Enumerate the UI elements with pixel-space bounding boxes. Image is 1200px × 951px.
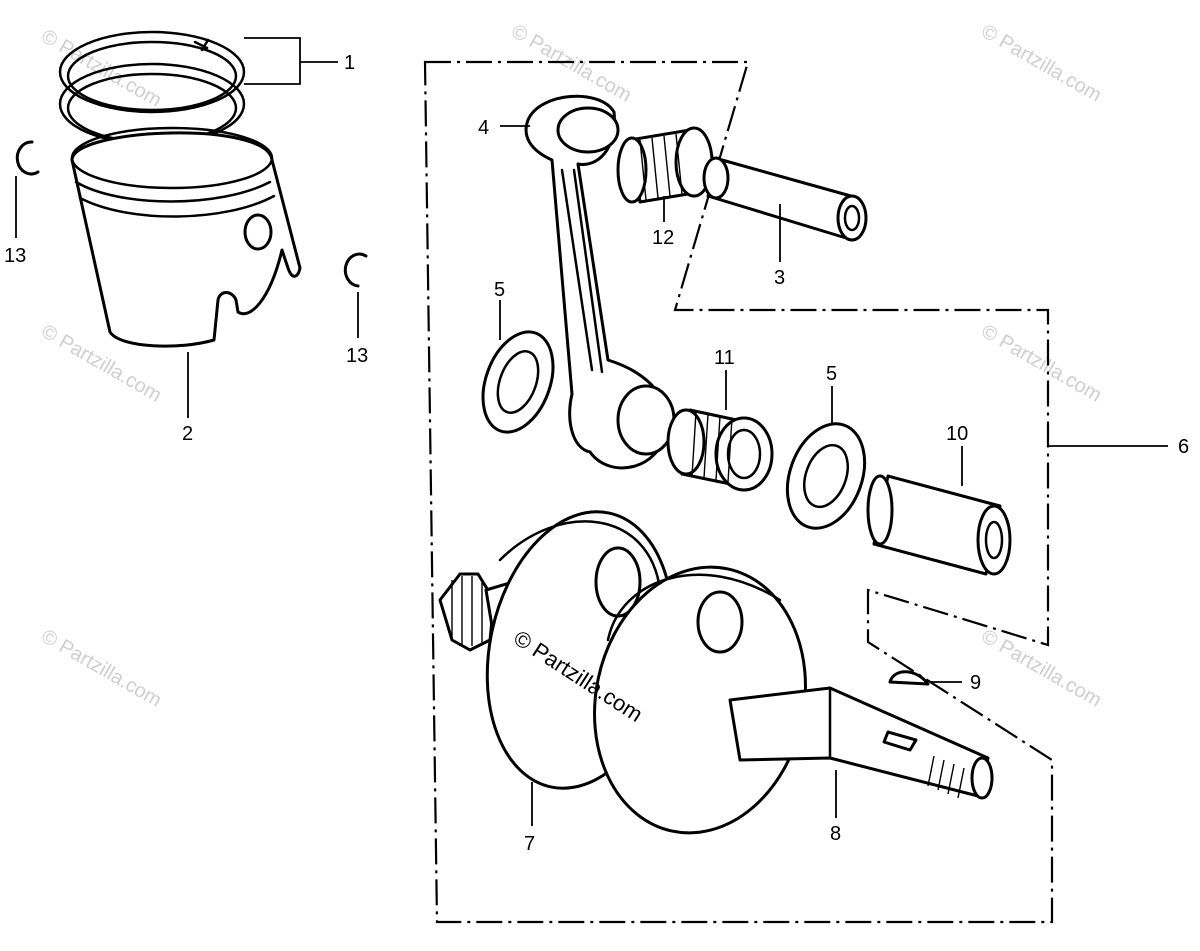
callout-4: 4: [478, 117, 489, 139]
watermark-top-center: © Partzilla.com: [508, 20, 636, 106]
watermark-mid-right: © Partzilla.com: [978, 320, 1106, 406]
callout-3: 3: [774, 267, 785, 289]
callout-13-left: 13: [4, 245, 26, 267]
callout-2: 2: [182, 423, 193, 445]
callout-8: 8: [830, 823, 841, 845]
crankshaft-assembly-outline: [423, 60, 1054, 924]
crank-pin: [866, 474, 1012, 576]
small-end-bearing: [616, 126, 714, 204]
watermark-top-right: © Partzilla.com: [978, 20, 1106, 106]
big-end-bearing: [666, 408, 774, 492]
crankshaft-right: [593, 565, 994, 835]
piston-pin: [702, 156, 868, 242]
piston-pin-clip-left: [15, 140, 40, 176]
callout-6: 6: [1178, 436, 1189, 458]
piston: [70, 126, 302, 348]
callout-5-right: 5: [826, 363, 837, 385]
callout-13-right: 13: [346, 345, 368, 367]
piston-pin-clip-right: [343, 252, 368, 288]
callout-1: 1: [344, 52, 355, 74]
callout-11: 11: [714, 347, 735, 369]
callout-10: 10: [946, 423, 968, 445]
callout-5-left: 5: [494, 279, 505, 301]
leader-lines: [15, 37, 1168, 826]
watermark-low-right: © Partzilla.com: [978, 625, 1106, 711]
callout-12: 12: [652, 227, 674, 249]
connecting-rod: [524, 94, 676, 470]
thrust-washer-left: [481, 330, 555, 434]
watermark-low-left: © Partzilla.com: [38, 625, 166, 711]
callout-9: 9: [970, 672, 981, 694]
callout-7: 7: [524, 833, 535, 855]
woodruff-key: [888, 670, 930, 686]
callout-labels: 1 2 3 4 5 5 6 7 8 9 10 11 12 13 13: [4, 52, 1189, 855]
thrust-washer-right: [785, 422, 867, 530]
